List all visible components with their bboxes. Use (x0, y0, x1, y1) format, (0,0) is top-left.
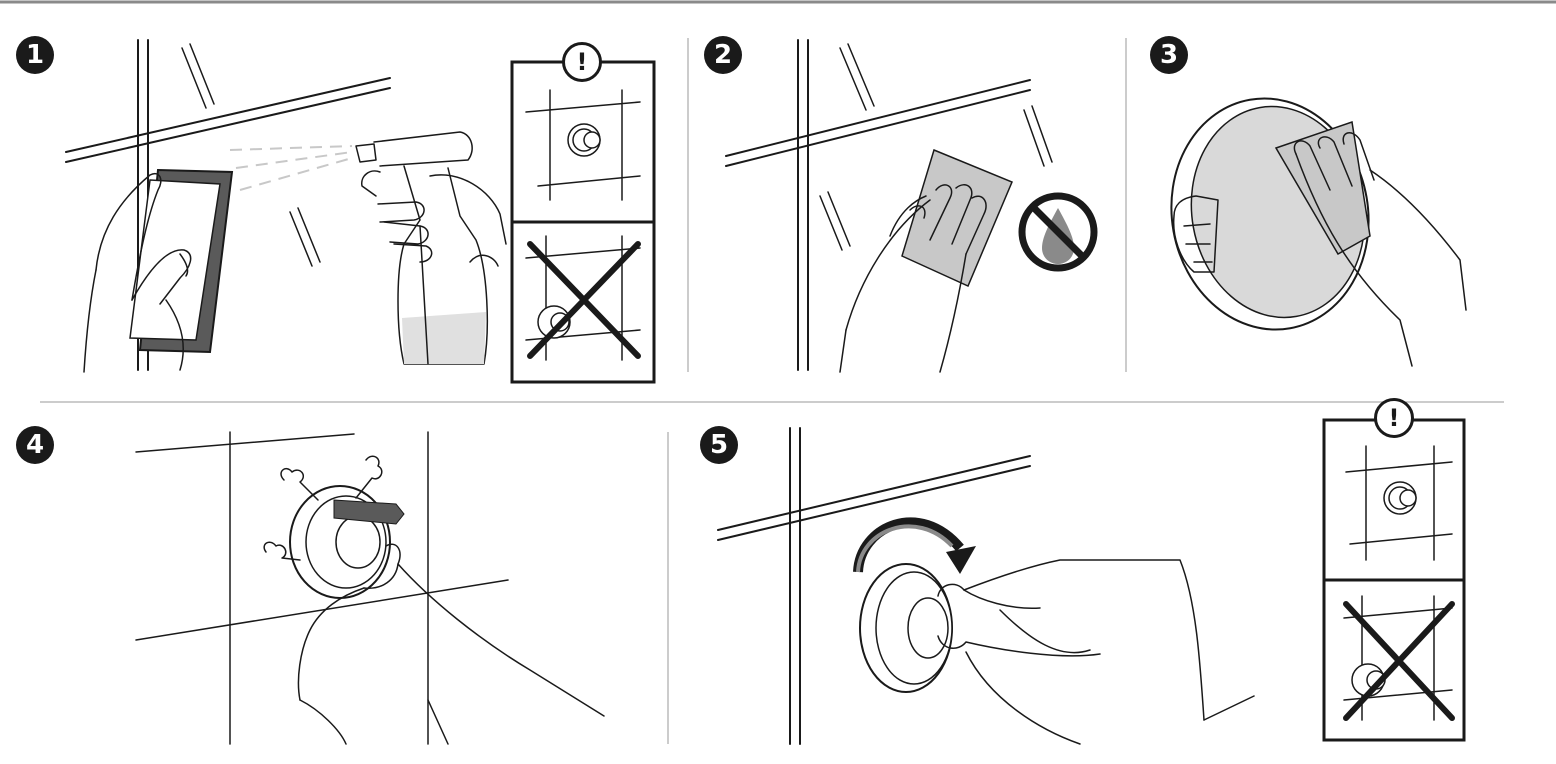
turn-knob-illustration (717, 427, 1255, 745)
step-3-badge: 3 (1150, 36, 1188, 74)
exclamation-icon: ! (562, 42, 602, 82)
wipe-suction-pad-illustration (1170, 97, 1467, 367)
warning-panel-5 (1322, 418, 1466, 742)
step-4-badge: 4 (16, 426, 54, 464)
step-2-badge: 2 (704, 36, 742, 74)
step-5-badge: 5 (700, 426, 738, 464)
warning-panel-1 (510, 60, 656, 384)
exclamation-icon: ! (1374, 398, 1414, 438)
spray-clean-tile-illustration (65, 39, 507, 373)
press-suction-cup-illustration (135, 431, 605, 745)
step-1-badge: 1 (16, 36, 54, 74)
wipe-dry-tile-illustration (725, 39, 1098, 373)
